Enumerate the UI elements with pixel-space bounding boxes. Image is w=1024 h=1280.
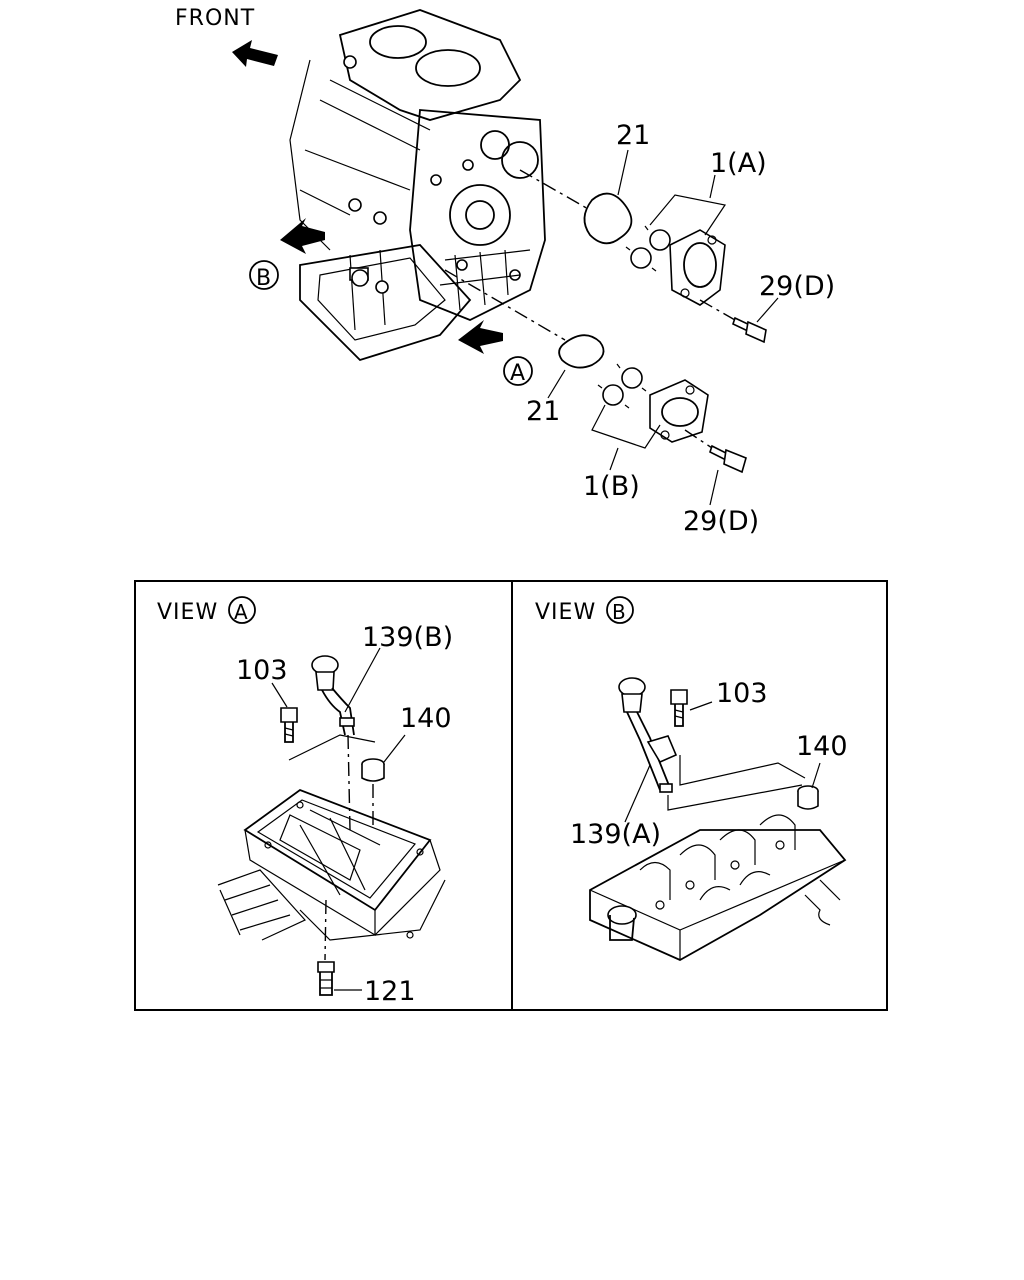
callout-view-a-pipe: 139(B) bbox=[362, 622, 453, 653]
view-a-panel: VIEW A bbox=[157, 596, 453, 1007]
view-b-panel: VIEW B bbox=[535, 596, 848, 962]
view-b-guide bbox=[667, 755, 806, 811]
view-a-pipe bbox=[311, 655, 355, 736]
leader-view-b-bolt bbox=[689, 701, 713, 711]
guide-line-upper bbox=[519, 169, 591, 211]
leader-pump-a bbox=[709, 174, 716, 199]
view-a-dash-3 bbox=[324, 899, 327, 961]
callout-pump-b: 1(B) bbox=[583, 471, 640, 502]
marker-b-circle bbox=[249, 260, 279, 290]
callout-gasket-upper: 21 bbox=[616, 120, 650, 151]
leader-bolt-upper bbox=[756, 297, 779, 323]
view-b-crankcase bbox=[589, 814, 847, 962]
callout-view-b-bolt: 103 bbox=[716, 678, 768, 709]
callout-view-b-pipe: 139(A) bbox=[570, 819, 661, 850]
marker-a-label: A bbox=[510, 361, 525, 386]
view-a-bushing bbox=[361, 758, 385, 782]
view-b-marker: B bbox=[612, 600, 626, 624]
marker-a-circle bbox=[503, 356, 533, 386]
leader-view-a-bushing bbox=[383, 734, 406, 763]
leader-view-b-pipe bbox=[624, 764, 651, 823]
leader-gasket-upper bbox=[617, 149, 629, 196]
view-b-bushing bbox=[797, 785, 819, 810]
pump-a-gears bbox=[625, 225, 675, 272]
gasket-upper bbox=[583, 192, 633, 245]
marker-b-label: B bbox=[256, 266, 271, 291]
pump-a-housing bbox=[669, 229, 726, 306]
view-a-dash-1 bbox=[347, 734, 351, 831]
callout-bolt-lower: 29(D) bbox=[683, 506, 759, 537]
callout-view-b-bushing: 140 bbox=[796, 731, 848, 762]
callout-pump-a: 1(A) bbox=[710, 148, 767, 179]
view-a-marker-circle bbox=[228, 596, 256, 624]
bolt-lower bbox=[709, 444, 747, 474]
front-label: FRONT bbox=[175, 6, 255, 31]
leader-gasket-lower bbox=[547, 369, 566, 399]
callout-view-a-drain: 121 bbox=[364, 976, 416, 1007]
leader-pump-b bbox=[609, 447, 619, 471]
leader-view-a-pipe bbox=[344, 647, 381, 713]
leader-view-a-bolt bbox=[271, 682, 288, 708]
view-a-guide bbox=[288, 734, 376, 761]
guide-line-lower bbox=[444, 269, 566, 341]
top-assembly: FRONT bbox=[175, 6, 835, 537]
view-b-marker-circle bbox=[606, 596, 634, 624]
view-b-pipe bbox=[618, 677, 678, 793]
view-a-title: VIEW bbox=[157, 600, 218, 625]
view-a-bolt bbox=[280, 707, 298, 743]
guide-line-bolt-lower bbox=[684, 429, 713, 449]
arrow-b-icon bbox=[280, 218, 325, 254]
callout-bolt-upper: 29(D) bbox=[759, 271, 835, 302]
leader-view-b-bushing bbox=[811, 762, 821, 789]
callout-gasket-lower: 21 bbox=[526, 396, 560, 427]
bracket-pump-b bbox=[591, 404, 661, 449]
view-a-marker: A bbox=[234, 600, 248, 624]
engine-block bbox=[289, 9, 546, 362]
view-a-oil-pan bbox=[217, 788, 446, 941]
view-b-bolt bbox=[670, 689, 688, 727]
arrow-a-icon bbox=[458, 320, 503, 354]
view-a-drain-plug bbox=[317, 961, 335, 996]
front-arrow-icon bbox=[232, 40, 278, 67]
pump-b-gears bbox=[597, 363, 647, 409]
callout-view-a-bolt: 103 bbox=[236, 655, 288, 686]
leader-bolt-lower bbox=[709, 469, 719, 506]
bolt-upper bbox=[732, 316, 767, 344]
bracket-pump-a bbox=[649, 194, 726, 236]
guide-line-bolt-upper bbox=[699, 299, 736, 321]
callout-view-a-bushing: 140 bbox=[400, 703, 452, 734]
view-b-title: VIEW bbox=[535, 600, 596, 625]
pump-b-housing bbox=[649, 379, 709, 443]
gasket-lower bbox=[558, 334, 605, 369]
